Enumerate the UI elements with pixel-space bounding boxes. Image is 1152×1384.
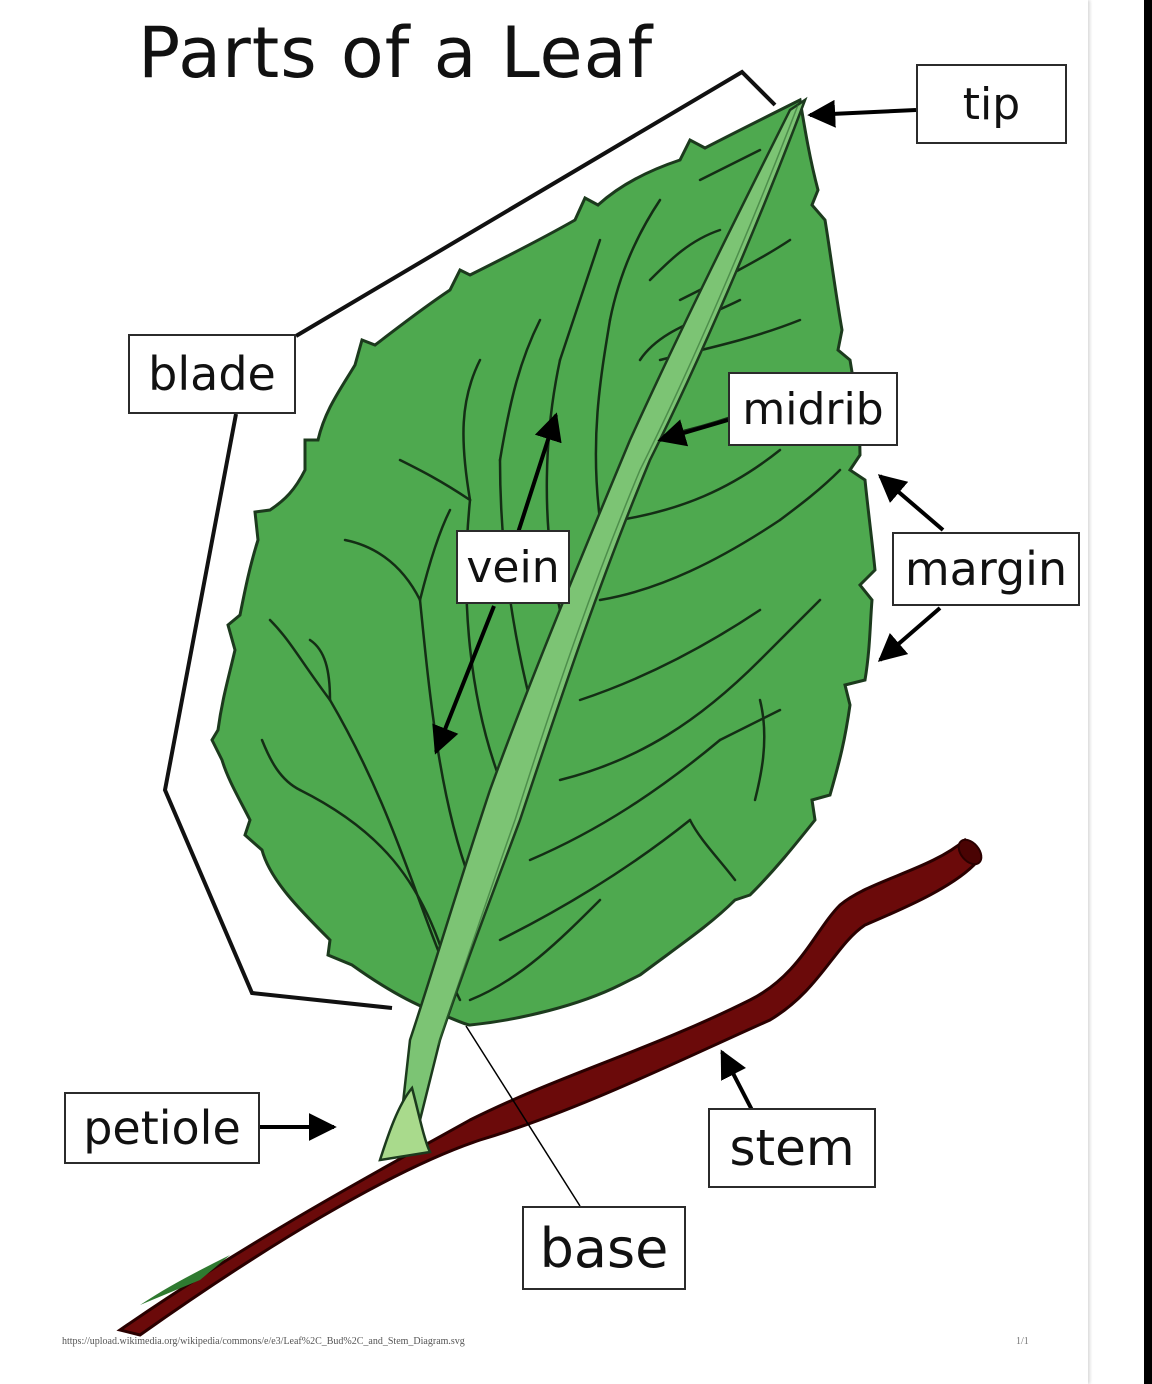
- label-margin: margin: [892, 532, 1080, 606]
- label-blade: blade: [128, 334, 296, 414]
- stem-arrow: [722, 1052, 752, 1110]
- tip-arrow: [810, 110, 916, 115]
- label-midrib: midrib: [728, 372, 898, 446]
- label-vein: vein: [456, 530, 570, 604]
- label-base: base: [522, 1206, 686, 1290]
- margin-arrow-up: [880, 476, 943, 530]
- margin-arrow-down: [880, 608, 940, 660]
- label-stem: stem: [708, 1108, 876, 1188]
- label-petiole: petiole: [64, 1092, 260, 1164]
- source-url: https://upload.wikimedia.org/wikipedia/c…: [62, 1336, 465, 1347]
- page-number: 1/1: [1016, 1336, 1029, 1347]
- label-tip: tip: [916, 64, 1067, 144]
